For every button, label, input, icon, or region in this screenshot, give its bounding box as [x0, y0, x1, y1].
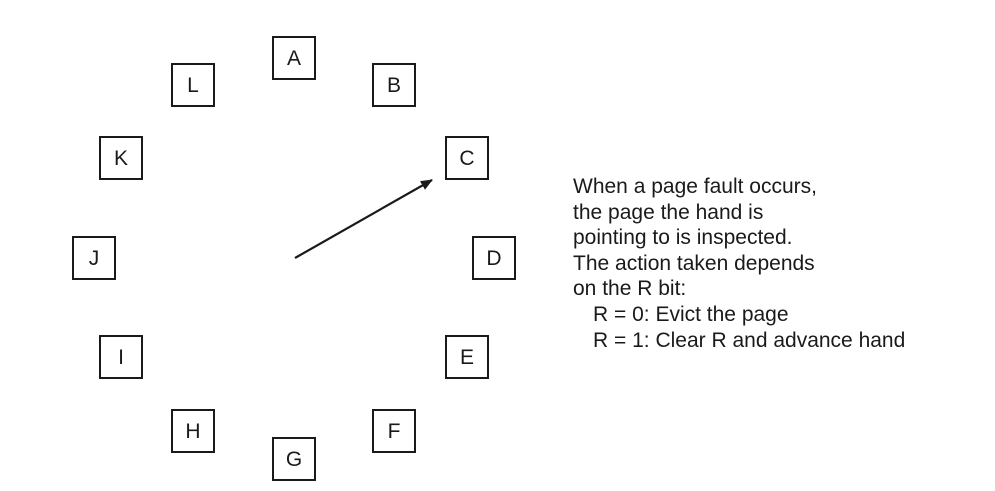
explanation-line: When a page fault occurs,: [573, 175, 817, 198]
page-label-l: L: [187, 73, 199, 97]
page-label-h: H: [185, 419, 201, 443]
rule-evict: R = 0: Evict the page: [593, 302, 789, 326]
explanation-line: on the R bit:: [573, 277, 687, 301]
page-frame-i: I: [99, 335, 143, 379]
page-label-e: E: [459, 345, 474, 369]
clock-hand-arrow: [294, 179, 433, 259]
page-label-c: C: [459, 146, 475, 170]
page-frame-b: B: [372, 63, 416, 107]
page-frame-j: J: [72, 236, 116, 280]
rule-clear-advance: R = 1: Clear R and advance hand: [593, 328, 906, 352]
page-label-k: K: [113, 146, 128, 170]
page-label-g: G: [285, 447, 303, 471]
page-frame-c: C: [445, 136, 489, 180]
explanation-line: The action taken depends: [573, 251, 815, 275]
page-label-a: A: [286, 46, 301, 70]
explanation-line: the page the hand is: [573, 200, 764, 224]
page-frame-d: D: [472, 236, 516, 280]
algorithm-explanation: When a page fault occurs, the page the h…: [573, 174, 905, 353]
page-frame-e: E: [445, 335, 489, 379]
page-frame-f: F: [372, 409, 416, 453]
page-label-d: D: [486, 246, 502, 270]
page-label-j: J: [88, 246, 100, 270]
page-label-b: B: [386, 73, 401, 97]
page-frame-h: H: [171, 409, 215, 453]
page-frame-a: A: [272, 36, 316, 80]
page-label-i: I: [118, 345, 124, 369]
page-frame-k: K: [99, 136, 143, 180]
page-label-f: F: [387, 419, 401, 443]
page-frame-l: L: [171, 63, 215, 107]
page-frame-g: G: [272, 437, 316, 481]
explanation-line: pointing to is inspected.: [573, 226, 793, 250]
